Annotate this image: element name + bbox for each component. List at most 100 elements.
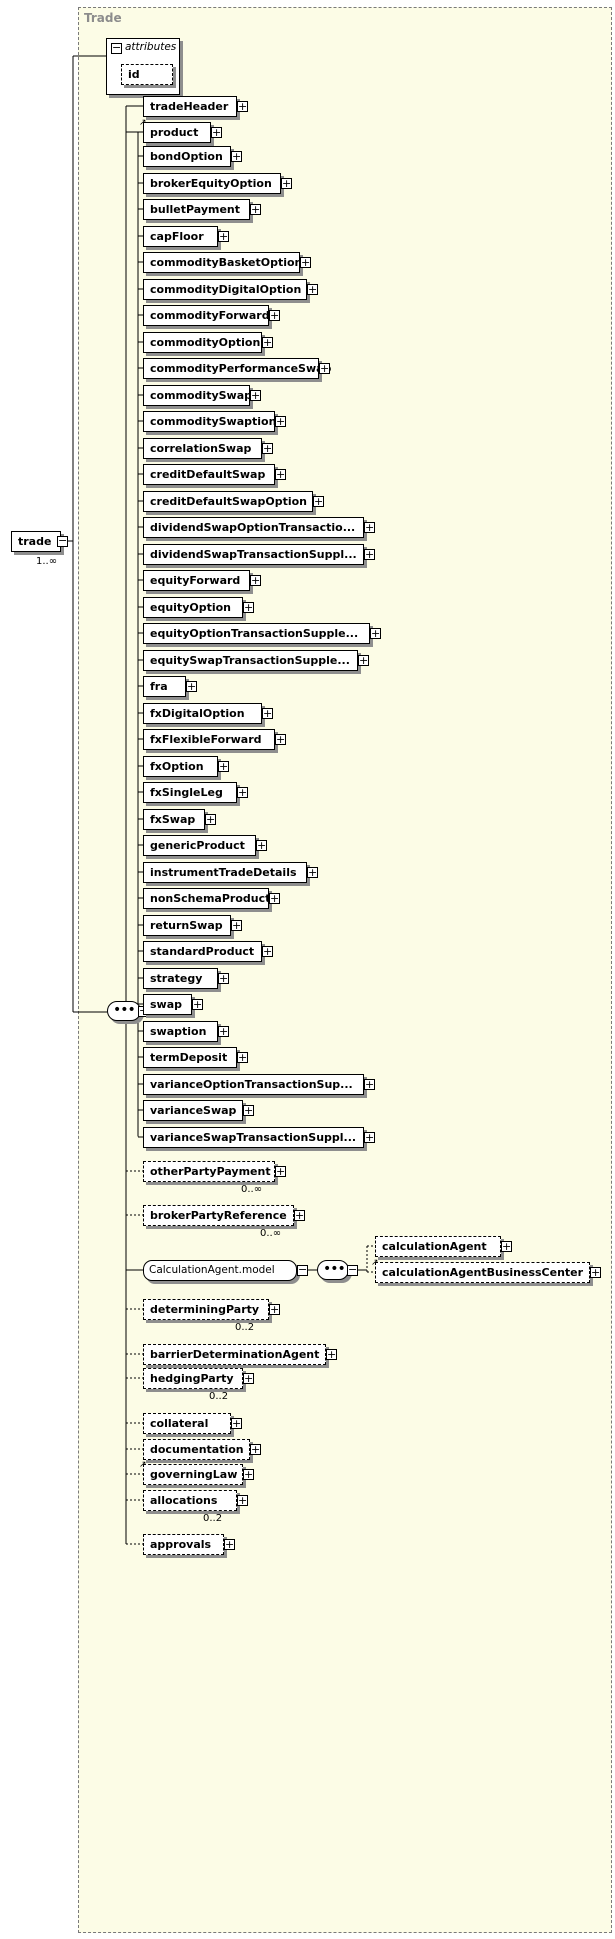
- element-approvals[interactable]: approvals+: [143, 1534, 235, 1555]
- element-commodityswaption[interactable]: commoditySwaption+: [143, 411, 286, 432]
- trade-root-element[interactable]: trade −: [11, 531, 68, 552]
- element-genericproduct[interactable]: genericProduct+: [143, 835, 267, 856]
- element-bondoption[interactable]: bondOption+: [143, 146, 242, 167]
- element-otherpartypayment[interactable]: otherPartyPayment+: [143, 1161, 286, 1182]
- element-fxflexibleforward[interactable]: fxFlexibleForward+: [143, 729, 286, 750]
- element-governinglaw[interactable]: governingLaw+: [143, 1464, 254, 1485]
- expand-icon[interactable]: +: [275, 1165, 286, 1178]
- element-fxdigitaloption[interactable]: fxDigitalOption+: [143, 703, 273, 724]
- element-instrumenttradedetails[interactable]: instrumentTradeDetails+: [143, 862, 318, 883]
- expand-icon[interactable]: +: [237, 100, 248, 113]
- element-returnswap[interactable]: returnSwap+: [143, 915, 242, 936]
- expand-icon[interactable]: +: [218, 972, 229, 985]
- collapse-group-icon[interactable]: −: [297, 1263, 308, 1276]
- expand-icon[interactable]: +: [243, 1372, 254, 1385]
- expand-icon[interactable]: +: [300, 256, 311, 269]
- element-commodityswap[interactable]: commoditySwap+: [143, 385, 261, 406]
- expand-icon[interactable]: +: [237, 1494, 248, 1507]
- element-termdeposit[interactable]: termDeposit+: [143, 1047, 248, 1068]
- attribute-id[interactable]: id: [121, 64, 173, 85]
- element-nonschemaproduct[interactable]: nonSchemaProduct+: [143, 888, 280, 909]
- element-swap[interactable]: swap+: [143, 994, 203, 1015]
- element-commodityperformanceswap[interactable]: commodityPerformanceSwap+: [143, 358, 331, 379]
- element-collateral[interactable]: collateral+: [143, 1413, 242, 1434]
- expand-icon[interactable]: +: [313, 495, 324, 508]
- expand-icon[interactable]: +: [243, 601, 254, 614]
- element-varianceswaptransactionsuppl[interactable]: varianceSwapTransactionSuppl...+: [143, 1127, 375, 1148]
- expand-icon[interactable]: +: [262, 945, 273, 958]
- expand-icon[interactable]: +: [590, 1266, 601, 1279]
- expand-icon[interactable]: +: [275, 468, 286, 481]
- choice-compositor[interactable]: •••: [317, 1260, 349, 1280]
- expand-icon[interactable]: +: [262, 336, 273, 349]
- expand-icon[interactable]: +: [319, 362, 330, 375]
- expand-icon[interactable]: +: [358, 654, 369, 667]
- expand-icon[interactable]: +: [275, 733, 286, 746]
- element-fxoption[interactable]: fxOption+: [143, 756, 229, 777]
- expand-icon[interactable]: +: [269, 1303, 280, 1316]
- element-dividendswapoptiontransactio[interactable]: dividendSwapOptionTransactio...+: [143, 517, 375, 538]
- element-commoditybasketoption[interactable]: commodityBasketOption+: [143, 252, 311, 273]
- element-equityoptiontransactionsupple[interactable]: equityOptionTransactionSupple...+: [143, 623, 381, 644]
- expand-icon[interactable]: +: [364, 1078, 375, 1091]
- expand-icon[interactable]: +: [269, 892, 280, 905]
- expand-icon[interactable]: +: [224, 1538, 235, 1551]
- element-barrierdeterminationagent[interactable]: barrierDeterminationAgent+: [143, 1344, 337, 1365]
- collapse-trade-icon[interactable]: −: [57, 534, 68, 547]
- element-commodityoption[interactable]: commodityOption+: [143, 332, 273, 353]
- expand-icon[interactable]: +: [192, 998, 203, 1011]
- element-varianceoptiontransactionsup[interactable]: varianceOptionTransactionSup...+: [143, 1074, 375, 1095]
- expand-icon[interactable]: +: [218, 1025, 229, 1038]
- expand-icon[interactable]: +: [237, 1051, 248, 1064]
- expand-icon[interactable]: +: [186, 680, 197, 693]
- expand-icon[interactable]: +: [294, 1209, 305, 1222]
- expand-icon[interactable]: +: [364, 548, 375, 561]
- expand-icon[interactable]: +: [281, 177, 292, 190]
- expand-icon[interactable]: +: [218, 230, 229, 243]
- element-fxswap[interactable]: fxSwap+: [143, 809, 216, 830]
- element-capfloor[interactable]: capFloor+: [143, 226, 229, 247]
- element-calculationagent[interactable]: calculationAgent+: [375, 1236, 512, 1257]
- element-tradeheader[interactable]: tradeHeader+: [143, 96, 248, 117]
- expand-icon[interactable]: +: [501, 1240, 512, 1253]
- group-calculationagent-model[interactable]: CalculationAgent.model−: [143, 1260, 308, 1281]
- element-commodityforward[interactable]: commodityForward+: [143, 305, 280, 326]
- expand-icon[interactable]: +: [250, 574, 261, 587]
- element-varianceswap[interactable]: varianceSwap+: [143, 1100, 254, 1121]
- element-creditdefaultswapoption[interactable]: creditDefaultSwapOption+: [143, 491, 324, 512]
- collapse-choice-icon[interactable]: −: [347, 1263, 358, 1276]
- collapse-attributes-icon[interactable]: −: [111, 41, 122, 54]
- expand-icon[interactable]: +: [275, 415, 286, 428]
- expand-icon[interactable]: +: [262, 707, 273, 720]
- expand-icon[interactable]: +: [243, 1104, 254, 1117]
- element-documentation[interactable]: documentation+: [143, 1439, 261, 1460]
- expand-icon[interactable]: +: [269, 309, 280, 322]
- expand-icon[interactable]: +: [218, 760, 229, 773]
- expand-icon[interactable]: +: [205, 813, 216, 826]
- expand-icon[interactable]: +: [307, 866, 318, 879]
- element-hedgingparty[interactable]: hedgingParty+: [143, 1368, 254, 1389]
- expand-icon[interactable]: +: [307, 283, 318, 296]
- expand-icon[interactable]: +: [250, 1443, 261, 1456]
- expand-icon[interactable]: +: [326, 1348, 337, 1361]
- element-equityoption[interactable]: equityOption+: [143, 597, 254, 618]
- element-equityforward[interactable]: equityForward+: [143, 570, 261, 591]
- expand-icon[interactable]: +: [231, 150, 242, 163]
- element-brokerequityoption[interactable]: brokerEquityOption+: [143, 173, 292, 194]
- expand-icon[interactable]: +: [231, 1417, 242, 1430]
- element-fra[interactable]: fra+: [143, 676, 197, 697]
- element-commoditydigitaloption[interactable]: commodityDigitalOption+: [143, 279, 318, 300]
- expand-icon[interactable]: +: [364, 521, 375, 534]
- element-creditdefaultswap[interactable]: creditDefaultSwap+: [143, 464, 286, 485]
- element-dividendswaptransactionsuppl[interactable]: dividendSwapTransactionSuppl...+: [143, 544, 375, 565]
- expand-icon[interactable]: +: [231, 919, 242, 932]
- expand-icon[interactable]: +: [211, 126, 222, 139]
- expand-icon[interactable]: +: [364, 1131, 375, 1144]
- element-calculationagentbusinesscenter[interactable]: calculationAgentBusinessCenter+: [375, 1262, 601, 1283]
- expand-icon[interactable]: +: [256, 839, 267, 852]
- expand-icon[interactable]: +: [262, 442, 273, 455]
- element-standardproduct[interactable]: standardProduct+: [143, 941, 273, 962]
- element-swaption[interactable]: swaption+: [143, 1021, 229, 1042]
- element-product[interactable]: product+: [143, 122, 222, 143]
- expand-icon[interactable]: +: [243, 1468, 254, 1481]
